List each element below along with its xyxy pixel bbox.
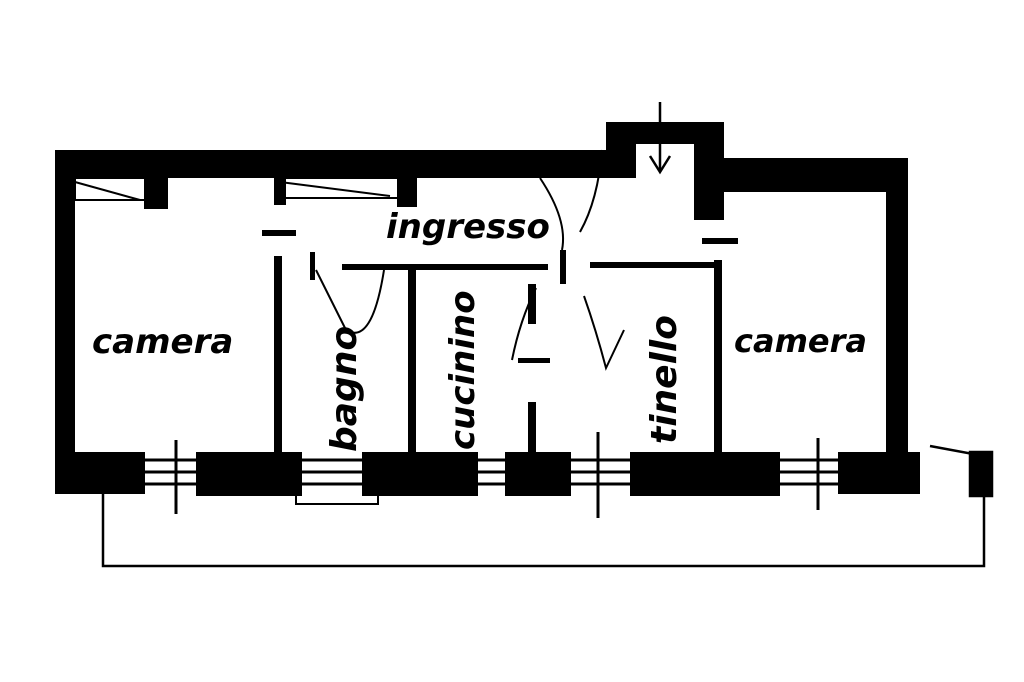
wall-bottom-pier-3 <box>362 452 478 496</box>
wall-cucinino-tinello-upper <box>528 284 536 324</box>
wall-cucinino-tinello-lower <box>528 402 536 452</box>
wall-top-left <box>55 150 615 178</box>
interior-walls <box>262 230 738 452</box>
room-label-ingresso: ingresso <box>386 207 550 247</box>
wall-bottom-pier-4 <box>505 452 571 496</box>
room-label-bagno: bagno <box>324 326 365 452</box>
room-label-tinello: tinello <box>644 315 685 444</box>
wall-tinello-camera <box>714 260 722 452</box>
wall-camera-bagno <box>274 256 282 452</box>
wall-bagno-top-stub <box>262 230 296 236</box>
windows-top <box>74 177 417 209</box>
windows-bottom <box>145 432 838 518</box>
entry-arrow <box>646 102 676 175</box>
wall-cucinino-stub <box>518 358 550 363</box>
wall-left <box>55 150 75 494</box>
wall-bottom-pier-1 <box>55 452 145 494</box>
wall-bottom-pier-5 <box>630 452 780 496</box>
wall-ingresso-h-right <box>590 262 722 268</box>
wall-bagno-cucinino <box>408 266 416 452</box>
room-labels: camera bagno cucinino ingresso tinello c… <box>92 207 867 452</box>
wall-bottom-pier-6 <box>838 452 920 494</box>
wall-ingresso-post <box>560 250 566 284</box>
wall-right <box>886 158 908 458</box>
room-label-camera-left: camera <box>92 322 233 362</box>
outer-walls <box>55 122 920 496</box>
wall-bagno-jamb <box>310 252 315 280</box>
door-swings <box>315 149 625 371</box>
wall-entry-top <box>606 122 724 144</box>
wall-camera-right-stub <box>702 238 738 244</box>
wall-ingresso-h-left <box>342 264 548 270</box>
wall-bottom-pier-2 <box>196 452 302 496</box>
wall-top-right <box>712 158 908 192</box>
room-label-camera-right: camera <box>734 322 867 360</box>
room-label-cucinino: cucinino <box>443 290 483 450</box>
balcony <box>101 444 994 568</box>
